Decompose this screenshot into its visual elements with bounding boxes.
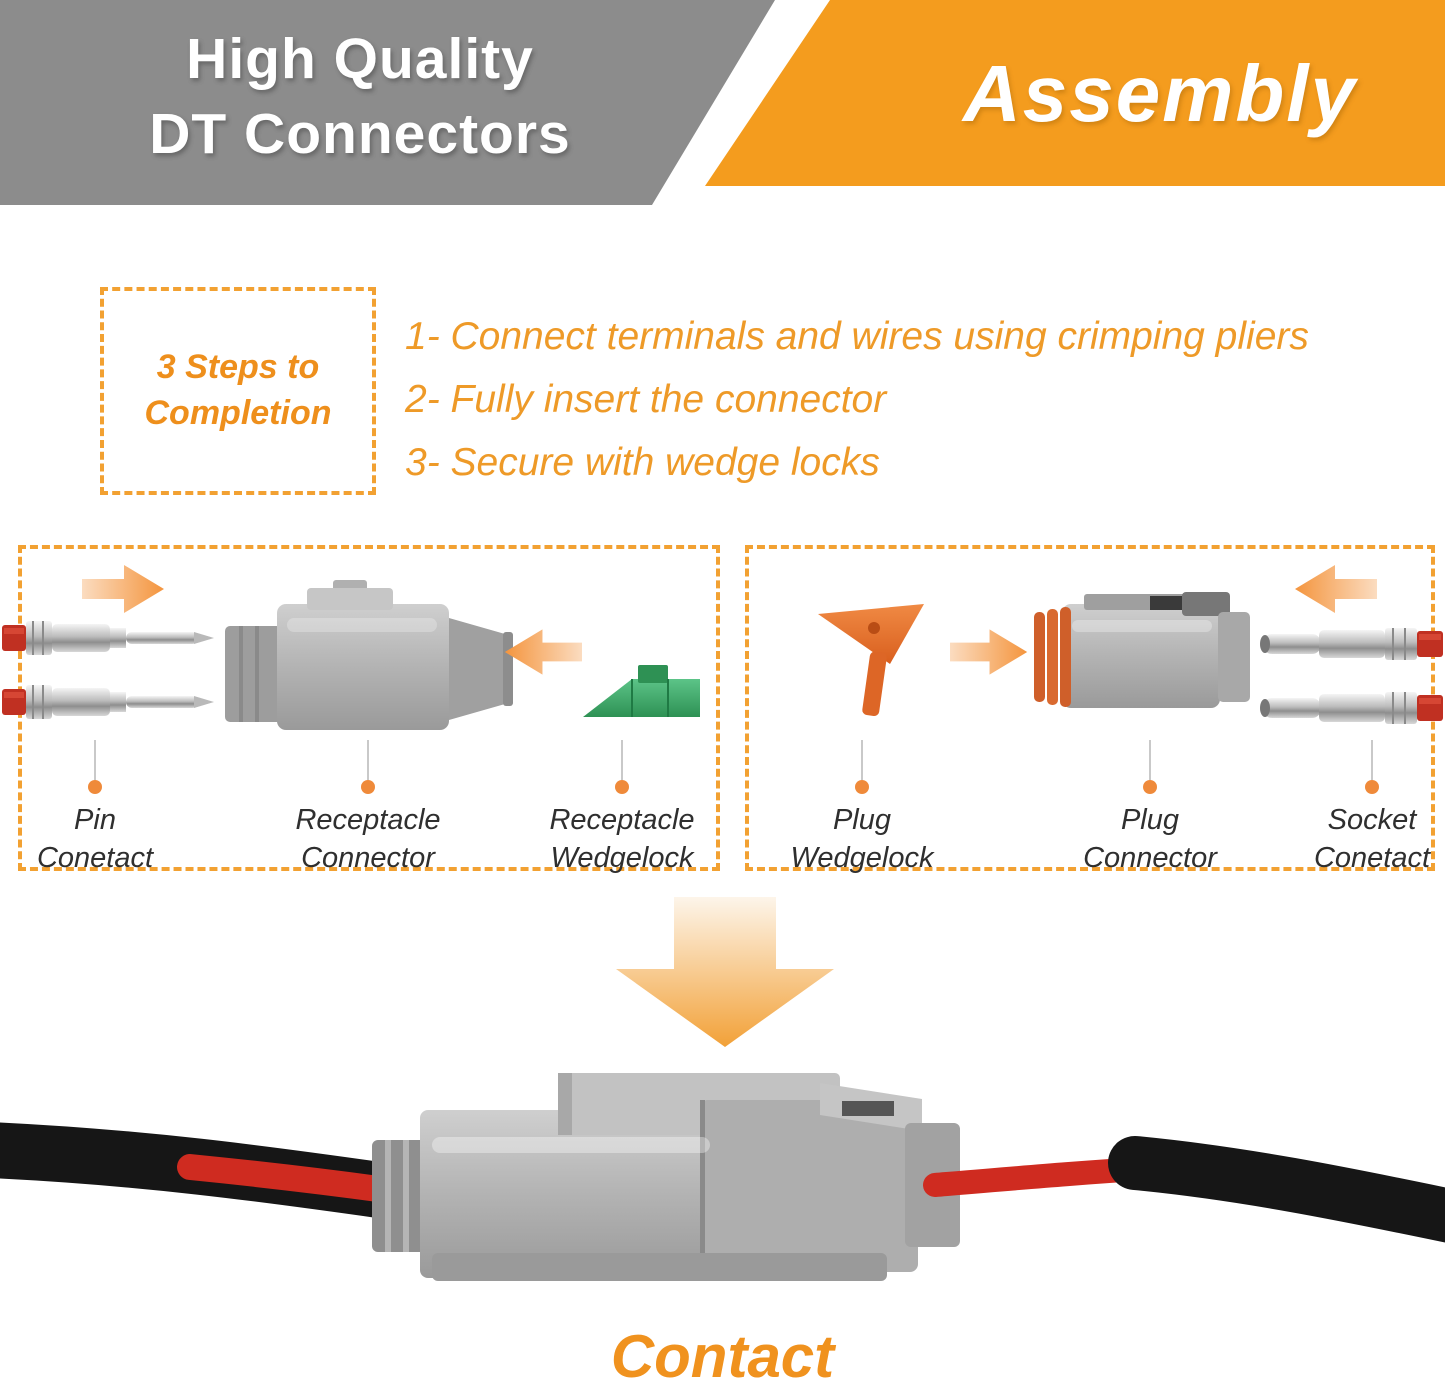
callout-dot (88, 780, 102, 794)
quality-line1: High Quality (186, 27, 534, 91)
label-line2: Connector (301, 841, 435, 874)
receptacle-wedgelock-icon (583, 665, 700, 717)
part-label-receptacle-wedgelock: Receptacle Wedgelock (522, 802, 722, 877)
step-2: 2- Fully insert the connector (405, 378, 887, 422)
part-label-plug-connector: Plug Connector (1050, 802, 1250, 877)
steps-list: 1- Connect terminals and wires using cri… (405, 305, 1415, 495)
label-line1: Receptacle (549, 804, 695, 836)
step-1: 1- Connect terminals and wires using cri… (405, 315, 1309, 358)
part-label-socket-contact: Socket Conetact (1272, 802, 1445, 877)
arrow-right-icon (82, 565, 164, 613)
socket-contact-icon (1260, 692, 1443, 724)
part-label-plug-wedgelock: Plug Wedgelock (762, 802, 962, 877)
assembly-banner (705, 0, 1445, 186)
callout-line (621, 740, 623, 780)
callout-dot (1365, 780, 1379, 794)
steps-title-line2: Completion (144, 394, 332, 432)
label-line1: Plug (832, 804, 892, 836)
arrow-down-icon (616, 897, 834, 1047)
label-line2: Conetact (36, 841, 154, 874)
callout-dot (1143, 780, 1157, 794)
arrow-left-icon (1295, 565, 1377, 613)
label-line1: Socket (1327, 804, 1417, 836)
callout-line (367, 740, 369, 780)
receptacle-connector-icon (225, 580, 513, 730)
callout-dot (361, 780, 375, 794)
arrow-right-icon (950, 629, 1028, 675)
steps-box-title: 3 Steps to Completion (145, 345, 332, 437)
part-label-pin-contact: Pin Conetact (15, 802, 175, 877)
label-line2: Connector (1083, 841, 1217, 874)
label-line1: Pin (74, 804, 116, 836)
quality-banner-title: High Quality DT Connectors (30, 22, 690, 172)
label-line2: Wedgelock (790, 841, 934, 874)
label-line2: Conetact (1313, 841, 1431, 874)
part-label-receptacle-connector: Receptacle Connector (268, 802, 468, 877)
step-3: 3- Secure with wedge locks (405, 441, 880, 485)
plug-wedgelock-icon (818, 604, 924, 717)
label-line2: Wedgelock (550, 841, 694, 874)
callout-line (1149, 740, 1151, 780)
steps-title-line1: 3 Steps to (156, 348, 320, 387)
socket-contact-icon (1260, 628, 1443, 660)
steps-box: 3 Steps to Completion (100, 287, 376, 495)
callout-dot (855, 780, 869, 794)
assembly-banner-title: Assembly (963, 49, 1357, 138)
quality-line2: DT Connectors (149, 102, 571, 167)
pin-contact-icon (2, 621, 214, 655)
label-line1: Plug (1120, 804, 1180, 836)
label-line1: Receptacle (295, 804, 441, 836)
quality-banner (0, 0, 775, 205)
arrow-left-icon (504, 629, 582, 675)
callout-line (94, 740, 96, 780)
callout-dot (615, 780, 629, 794)
pin-contact-icon (2, 685, 214, 719)
plug-connector-icon (1034, 592, 1250, 708)
contact-title: Contact (610, 1323, 835, 1388)
callout-line (1371, 740, 1373, 780)
callout-line (861, 740, 863, 780)
assembled-connector-photo (0, 1073, 1445, 1281)
